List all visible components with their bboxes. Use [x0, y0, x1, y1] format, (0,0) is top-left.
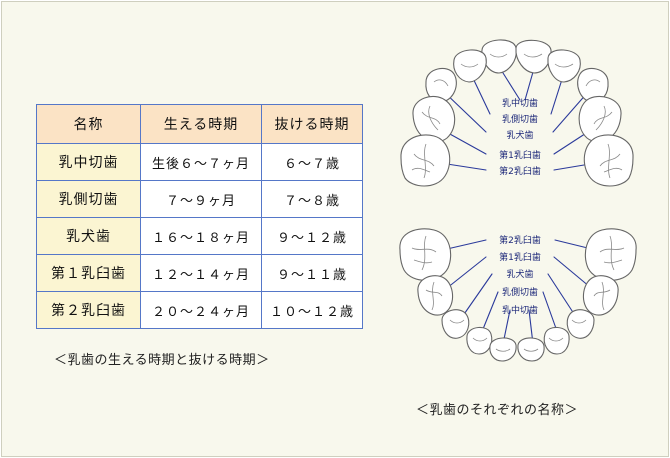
header-name: 名称	[36, 104, 141, 144]
cell-tooth-name: 第１乳臼歯	[36, 254, 141, 292]
upper-lateral-incisor-left	[453, 49, 487, 83]
cell-shedding: ９～１２歳	[261, 217, 363, 255]
table-row: 乳中切歯 生後６～７ヶ月 ６～７歳	[36, 143, 363, 181]
upper-lateral-incisor-right	[547, 49, 581, 83]
cell-eruption: ２０～２４ヶ月	[140, 291, 262, 329]
lower-lateral-incisor-left	[466, 326, 493, 355]
upper-arch: 乳中切歯 乳側切歯 乳犬歯 第1乳臼歯 第2乳臼歯	[400, 39, 634, 187]
lower-second-molar-right	[584, 228, 637, 281]
lower-label-central-incisor: 乳中切歯	[502, 304, 538, 316]
table-caption: ＜乳歯の生える時期と抜ける時期＞	[54, 353, 270, 368]
cell-tooth-name: 乳中切歯	[36, 143, 141, 181]
cell-shedding: ７～８歳	[261, 180, 363, 218]
cell-eruption: ７～９ヶ月	[140, 180, 262, 218]
cell-tooth-name: 乳側切歯	[36, 180, 141, 218]
upper-canine-right	[577, 67, 609, 103]
table-row: 第１乳臼歯 １２～１４ヶ月 ９～１１歳	[36, 254, 363, 292]
lower-canine-left	[441, 309, 470, 339]
table-row: 乳側切歯 ７～９ヶ月 ７～８歳	[36, 180, 363, 218]
upper-label-central-incisor: 乳中切歯	[502, 97, 538, 109]
cell-tooth-name: 乳犬歯	[36, 217, 141, 255]
lower-canine-right	[566, 309, 595, 339]
eruption-table: 名称 生える時期 抜ける時期 乳中切歯 生後６～７ヶ月 ６～７歳 乳側切歯 ７～…	[36, 104, 363, 329]
lower-first-molar-right	[582, 275, 619, 316]
lower-label-canine: 乳犬歯	[506, 268, 533, 280]
upper-label-lateral-incisor: 乳側切歯	[502, 113, 538, 125]
lower-label-first-molar: 第1乳臼歯	[499, 251, 541, 263]
upper-second-molar-right	[583, 134, 634, 187]
cell-shedding: ６～７歳	[261, 143, 363, 181]
lower-central-incisor-right	[517, 337, 545, 362]
cell-eruption: 生後６～７ヶ月	[140, 143, 262, 181]
lower-first-molar-left	[417, 275, 454, 316]
upper-label-first-molar: 第1乳臼歯	[499, 149, 541, 161]
upper-label-second-molar: 第2乳臼歯	[499, 165, 541, 177]
lower-second-molar-left	[399, 228, 452, 281]
table-row: 乳犬歯 １６～１８ヶ月 ９～１２歳	[36, 217, 363, 255]
upper-label-canine: 乳犬歯	[506, 129, 533, 141]
lower-label-lateral-incisor: 乳側切歯	[502, 286, 538, 298]
upper-first-molar-right	[578, 96, 622, 143]
table-row: 第２乳臼歯 ２０～２４ヶ月 １０～１２歳	[36, 291, 363, 329]
diagram-caption: ＜乳歯のそれぞれの名称＞	[416, 403, 579, 418]
upper-central-incisor-right	[515, 39, 552, 74]
lower-label-second-molar: 第2乳臼歯	[499, 234, 541, 246]
upper-second-molar-left	[400, 134, 451, 187]
cell-shedding: １０～１２歳	[261, 291, 363, 329]
cell-eruption: １６～１８ヶ月	[140, 217, 262, 255]
lower-lateral-incisor-right	[543, 326, 570, 355]
cell-shedding: ９～１１歳	[261, 254, 363, 292]
cell-eruption: １２～１４ヶ月	[140, 254, 262, 292]
lower-central-incisor-left	[489, 337, 517, 362]
upper-central-incisor-left	[481, 39, 517, 74]
lower-arch: 第2乳臼歯 第1乳臼歯 乳犬歯 乳側切歯 乳中切歯	[399, 228, 637, 362]
upper-first-molar-left	[412, 96, 456, 143]
table-header-row: 名称 生える時期 抜ける時期	[36, 104, 363, 144]
